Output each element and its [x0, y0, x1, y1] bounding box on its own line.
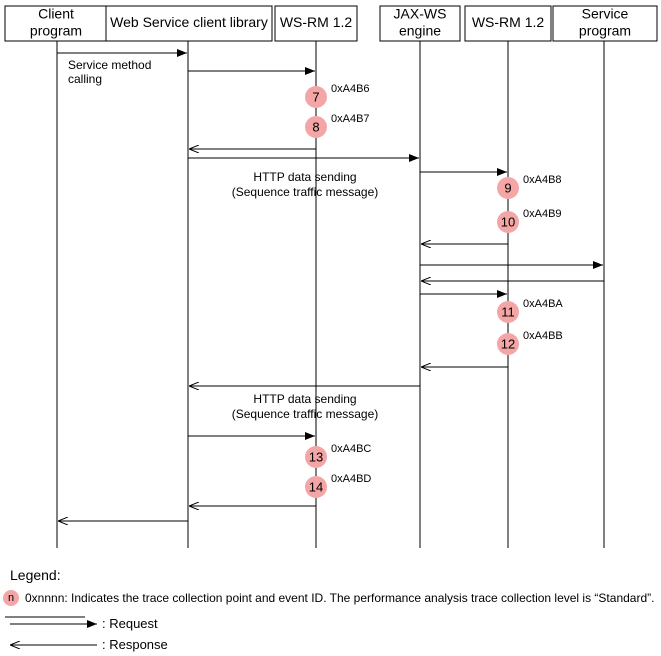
trace-event-13: 13 0xA4BC [305, 443, 371, 468]
trace-event-8: 8 0xA4B7 [305, 113, 370, 138]
participant-wslib: Web Service client library [105, 5, 273, 42]
participant-wsrm1: WS-RM 1.2 [274, 5, 358, 42]
event-number: 13 [309, 450, 323, 465]
participant-label: WS-RM 1.2 [280, 14, 353, 30]
trace-event-14: 14 0xA4BD [305, 473, 371, 498]
participant-wsrm2: WS-RM 1.2 [464, 5, 552, 42]
event-marker-icon [305, 86, 327, 108]
event-id: 0xA4BC [331, 443, 371, 455]
event-id: 0xA4BA [523, 298, 563, 310]
legend-response-label: : Response [102, 637, 168, 652]
trace-event-7: 7 0xA4B6 [305, 83, 370, 108]
event-marker-icon [305, 476, 327, 498]
legend-request-arrow [5, 616, 97, 628]
event-marker-icon [305, 446, 327, 468]
event-number: 12 [501, 337, 515, 352]
participant-label: Web Service client library [110, 14, 268, 30]
participant-label: program [579, 23, 631, 39]
legend-marker-symbol: n [8, 592, 14, 604]
event-id: 0xA4BD [331, 473, 371, 485]
event-id: 0xA4B9 [523, 208, 562, 220]
message-annotation: HTTP data sending(Sequence traffic messa… [232, 392, 379, 421]
event-marker-icon [497, 177, 519, 199]
event-marker-icon [497, 301, 519, 323]
annotation-line: HTTP data sending [253, 170, 356, 184]
legend-title: Legend: [10, 567, 61, 583]
participant-label: JAX-WS [394, 6, 447, 22]
annotation-line: HTTP data sending [253, 392, 356, 406]
legend-request-label: : Request [102, 616, 158, 631]
event-number: 8 [312, 120, 319, 135]
legend-marker-code: 0xnnnn [25, 591, 64, 605]
event-number: 11 [501, 305, 515, 320]
legend-event-marker: n [3, 590, 19, 606]
participant-label: Client [38, 6, 74, 22]
participant-label: program [30, 23, 82, 39]
legend-marker-text: : Indicates the trace collection point a… [64, 591, 654, 605]
event-number: 9 [504, 181, 511, 196]
legend-marker-description: 0xnnnn: Indicates the trace collection p… [25, 591, 654, 605]
event-id: 0xA4BB [523, 330, 563, 342]
event-marker-icon [497, 333, 519, 355]
trace-event-10: 10 0xA4B9 [497, 208, 562, 233]
legend: Legend: n 0xnnnn: Indicates the trace co… [3, 567, 654, 652]
event-marker-icon [305, 116, 327, 138]
trace-event-11: 11 0xA4BA [497, 298, 563, 323]
annotation-line: calling [68, 72, 102, 86]
message-annotation: HTTP data sending(Sequence traffic messa… [232, 170, 379, 199]
event-number: 10 [501, 215, 515, 230]
trace-event-12: 12 0xA4BB [497, 330, 563, 355]
annotation-line: Service method [68, 58, 151, 72]
event-number: 14 [309, 480, 323, 495]
participant-label: WS-RM 1.2 [472, 14, 545, 30]
trace-event-9: 9 0xA4B8 [497, 174, 562, 199]
annotation-line: (Sequence traffic message) [232, 185, 379, 199]
participant-label: Service [582, 6, 629, 22]
event-id: 0xA4B7 [331, 113, 370, 125]
event-id: 0xA4B8 [523, 174, 562, 186]
event-id: 0xA4B6 [331, 83, 370, 95]
participant-label: engine [399, 23, 441, 39]
event-marker-icon [497, 211, 519, 233]
annotation-line: (Sequence traffic message) [232, 407, 379, 421]
event-number: 7 [312, 90, 319, 105]
